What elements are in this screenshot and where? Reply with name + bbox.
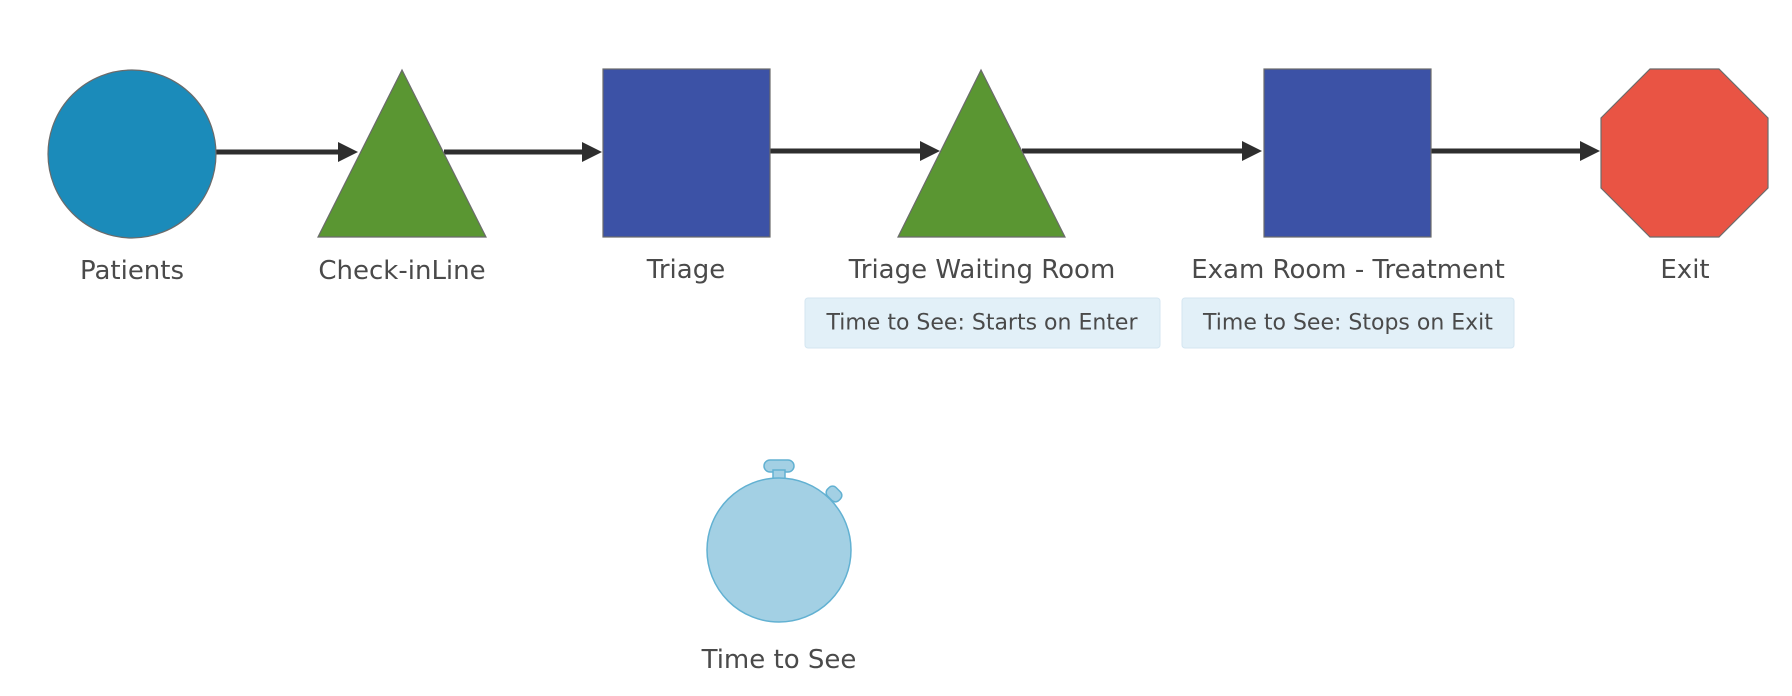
note-stops-text: Time to See: Stops on Exit [1202, 311, 1493, 336]
triage-waiting-room-label: Triage Waiting Room [848, 255, 1116, 285]
edge-patients-to-check-in-line[interactable] [214, 142, 358, 162]
note-time-to-see-starts[interactable]: Time to See: Starts on Enter [804, 297, 1161, 349]
check-in-line-triangle-shape[interactable] [317, 68, 487, 238]
exam-room-treatment-label: Exam Room - Treatment [1191, 255, 1505, 285]
triage-square-shape[interactable] [602, 68, 771, 238]
stopwatch-body [706, 477, 852, 623]
note-time-to-see-stops[interactable]: Time to See: Stops on Exit [1181, 297, 1515, 349]
edge-triage-to-triage-waiting-room[interactable] [770, 141, 940, 161]
triage-label: Triage [646, 255, 725, 285]
exit-octagon-shape[interactable] [1600, 68, 1769, 238]
exit-label: Exit [1660, 255, 1709, 285]
edge-check-in-line-to-triage[interactable] [444, 142, 602, 162]
time-to-see-label: Time to See [701, 645, 857, 675]
edge-exam-room-to-exit[interactable] [1431, 141, 1600, 161]
connectors [214, 141, 1600, 162]
node-exam-room-treatment[interactable]: Exam Room - Treatment [1191, 68, 1505, 285]
note-starts-background [804, 297, 1161, 349]
note-stops-background [1181, 297, 1515, 349]
patients-circle-shape[interactable] [47, 69, 217, 239]
check-in-line-label: Check-inLine [318, 256, 485, 286]
node-time-to-see[interactable]: Time to See [701, 459, 857, 675]
patients-label: Patients [80, 256, 184, 286]
edge-triage-waiting-room-to-exam-room[interactable] [1022, 141, 1262, 161]
node-triage[interactable]: Triage [602, 68, 771, 285]
exam-room-treatment-square-shape[interactable] [1263, 68, 1432, 238]
node-patients[interactable]: Patients [47, 69, 217, 286]
note-starts-text: Time to See: Starts on Enter [826, 311, 1139, 336]
stopwatch-icon[interactable] [706, 459, 852, 623]
node-exit[interactable]: Exit [1600, 68, 1769, 285]
triage-waiting-room-triangle-shape[interactable] [897, 68, 1066, 238]
node-triage-waiting-room[interactable]: Triage Waiting Room [848, 68, 1116, 285]
node-check-in-line[interactable]: Check-inLine [317, 68, 487, 286]
